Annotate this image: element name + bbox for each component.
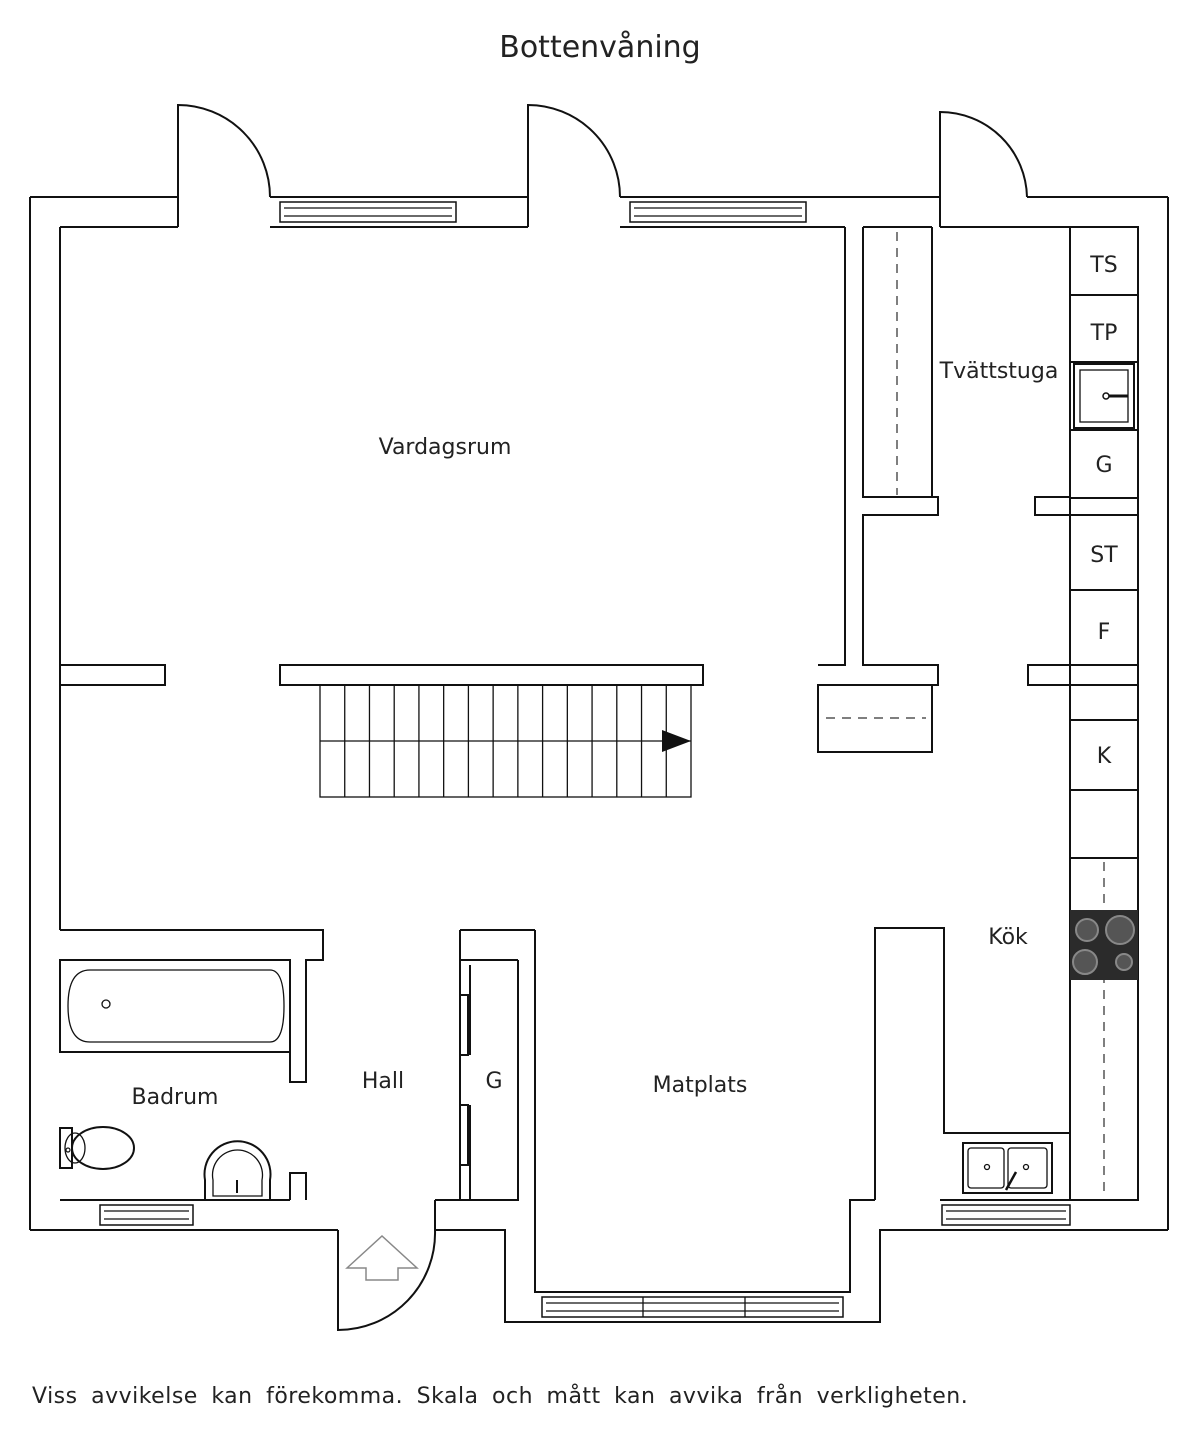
windows (99, 201, 1071, 1318)
stove-icon (1070, 910, 1138, 980)
room-label-garderob: G (485, 1069, 502, 1094)
staircase (319, 684, 692, 798)
washbasin-icon (203, 1140, 272, 1200)
room-label-tvattstuga: Tvättstuga (939, 359, 1059, 384)
appliance-label-g: G (1095, 453, 1112, 478)
toilet-icon (59, 1126, 135, 1170)
sink-icon (962, 1142, 1053, 1194)
window-icon (541, 1296, 844, 1318)
door-swing-icon (177, 103, 271, 227)
appliance-label-tp: TP (1090, 321, 1118, 346)
room-label-hall: Hall (362, 1069, 404, 1094)
window-icon (99, 1204, 194, 1226)
entrance-arrow-icon (345, 1234, 419, 1281)
interior-walls (59, 226, 1071, 1200)
window-icon (941, 1204, 1071, 1226)
doors (177, 103, 1028, 1332)
sink-icon (1073, 363, 1135, 429)
page-title: Bottenvåning (499, 30, 701, 65)
door-swing-icon (939, 110, 1028, 227)
room-label-badrum: Badrum (132, 1085, 219, 1110)
window-icon (279, 201, 457, 223)
room-label-vardagsrum: Vardagsrum (379, 435, 512, 460)
appliance-column (1069, 226, 1139, 1201)
appliance-label-f: F (1098, 620, 1111, 645)
appliance-label-st: ST (1090, 543, 1118, 568)
appliance-label-k: K (1097, 744, 1112, 769)
door-swing-icon (337, 1200, 437, 1332)
disclaimer-text: Viss avvikelse kan förekomma. Skala och … (32, 1384, 969, 1409)
appliance-label-ts: TS (1089, 253, 1117, 278)
window-icon (629, 201, 807, 223)
door-swing-icon (527, 103, 621, 227)
room-label-kok: Kök (988, 925, 1028, 950)
stair-arrow-icon (662, 730, 691, 752)
bathtub-icon (59, 959, 291, 1053)
room-label-matplats: Matplats (653, 1073, 748, 1098)
